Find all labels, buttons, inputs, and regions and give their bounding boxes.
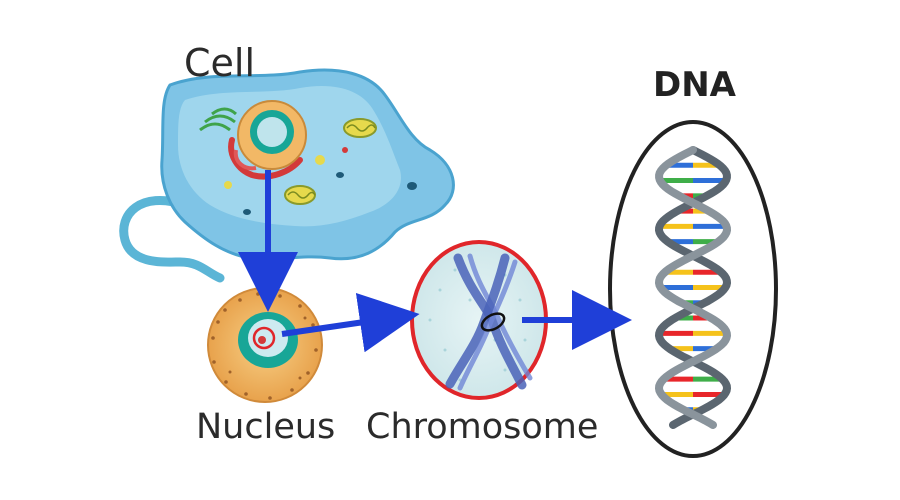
arrow-nucleus-to-chromosome [281, 292, 420, 353]
dna-label: DNA [653, 65, 736, 105]
cell-flagellum [119, 196, 225, 283]
flow-arrows [238, 170, 632, 353]
dna-helix-illustration [608, 120, 778, 458]
chromosome-label: Chromosome [366, 407, 599, 447]
nucleus-illustration [207, 287, 323, 403]
chromosome-illustration [410, 240, 548, 400]
nucleus-label: Nucleus [196, 407, 336, 447]
cell-illustration [119, 68, 455, 283]
cell-label: Cell [184, 41, 256, 85]
